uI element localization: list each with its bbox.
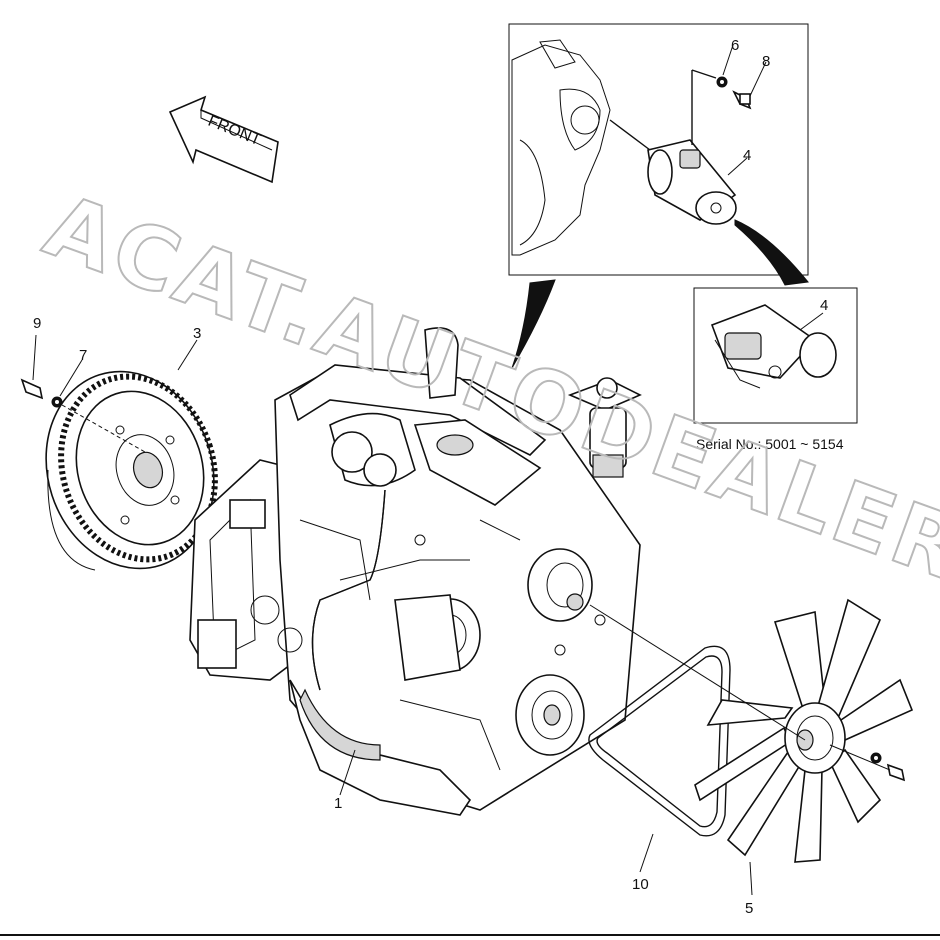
callout-8: 8: [762, 53, 770, 70]
v-belt: [588, 645, 731, 837]
callout-6: 6: [731, 37, 739, 54]
callout-10: 10: [632, 876, 649, 893]
front-arrow: FRONT: [168, 95, 279, 184]
starter-lower-box: 4: [693, 287, 858, 424]
callout-4-inset: 4: [743, 147, 751, 164]
callout-4-lower: 4: [820, 297, 828, 314]
alternator: [394, 594, 481, 681]
pointer-wedge-upper: [511, 279, 556, 369]
fuel-filter: [567, 377, 642, 478]
flywheel: [45, 370, 218, 571]
flywheel-bolt: [20, 378, 63, 408]
water-pump-pulley: [527, 548, 593, 622]
starter-inset-box: 6 8 4: [508, 23, 809, 276]
engine-assembly: [189, 327, 642, 816]
callout-9: 9: [33, 315, 41, 332]
starter-motor-inset: [647, 139, 737, 225]
pointer-wedge-right: [734, 219, 809, 286]
crank-pulley: [515, 674, 585, 756]
callout-7: 7: [79, 347, 87, 364]
callout-5: 5: [745, 900, 753, 917]
callout-3: 3: [193, 325, 201, 342]
serial-note: Serial No.: 5001 ~ 5154: [696, 436, 844, 452]
callout-1: 1: [334, 795, 342, 812]
cooling-fan: [694, 598, 914, 863]
starter-bolt: [716, 76, 752, 110]
fan-bolt: [870, 752, 906, 782]
